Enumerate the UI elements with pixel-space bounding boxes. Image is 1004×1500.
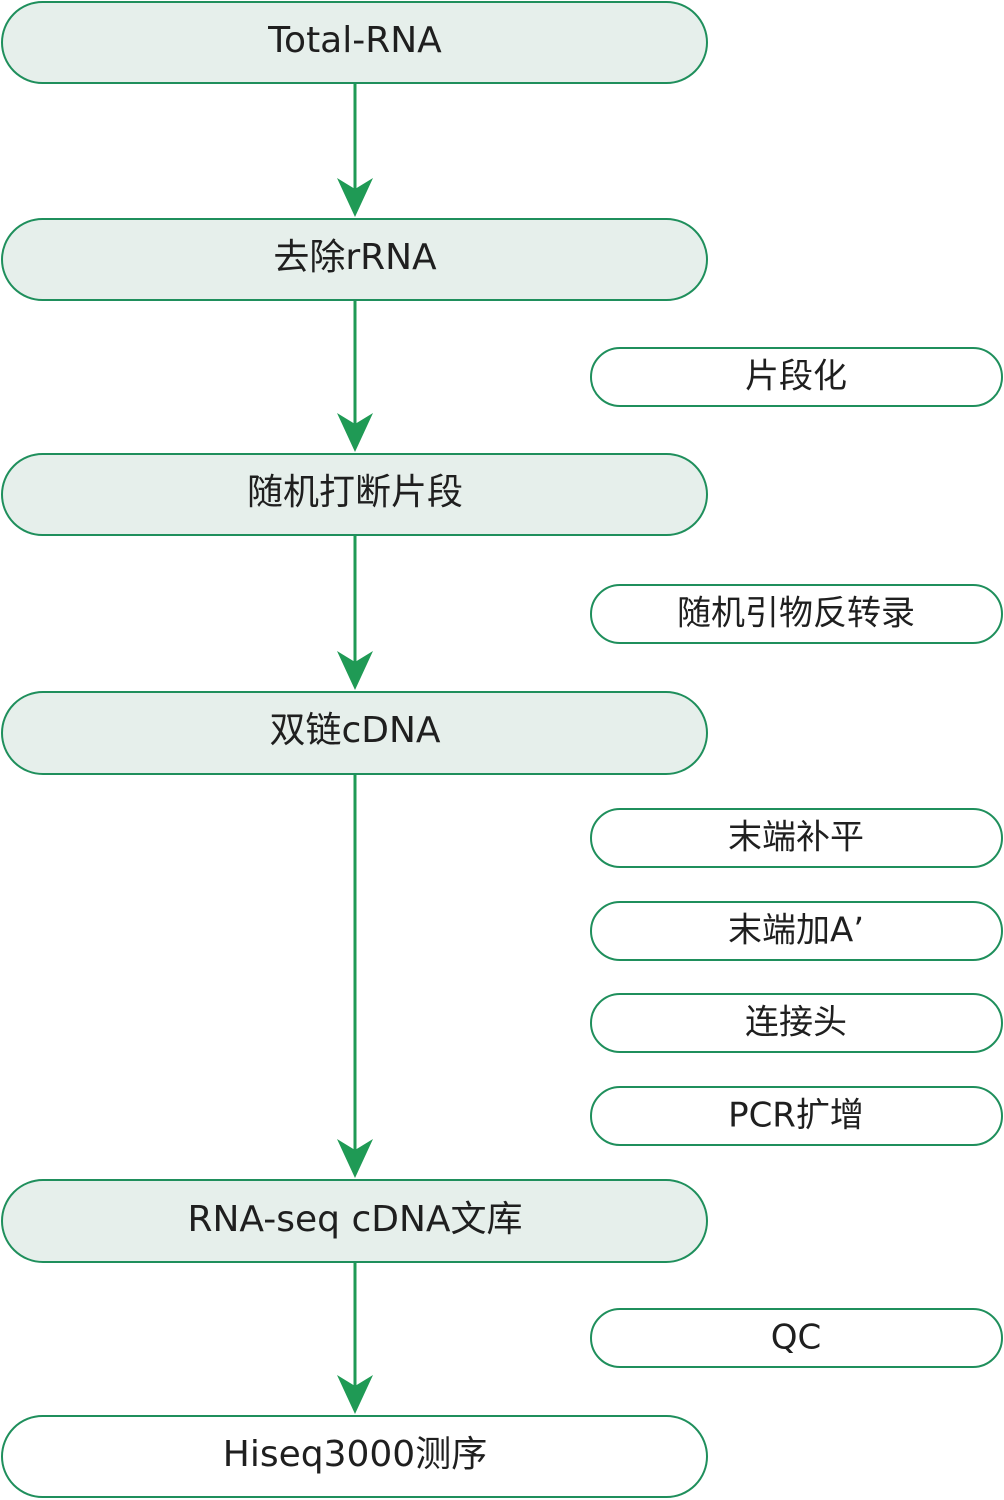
main-step-remove-rrna-box — [1, 218, 708, 301]
side-step-random-primer-rt: 随机引物反转录 — [590, 584, 1003, 644]
arrow-5 — [337, 1262, 373, 1414]
arrow-2 — [337, 300, 373, 452]
main-steps: Total-RNA 去除rRNA 随机打断片段 双链cDNA RNA-seq c… — [1, 1, 708, 1498]
main-step-total-rna-box — [1, 1, 708, 84]
side-step-fragmentation-box — [590, 347, 1003, 407]
side-step-pcr-amplification: PCR扩增 — [590, 1086, 1003, 1146]
main-step-random-fragment-box — [1, 453, 708, 536]
side-step-qc-box — [590, 1308, 1003, 1368]
arrow-4 — [337, 774, 373, 1178]
main-step-ds-cdna-box — [1, 691, 708, 775]
side-step-a-tailing-label: 末端加A’ — [728, 911, 864, 951]
arrow-1 — [337, 83, 373, 217]
side-step-adapter-ligation-label: 连接头 — [745, 1003, 847, 1043]
side-step-fragmentation: 片段化 — [590, 347, 1003, 407]
main-step-sequencing-label: Hiseq3000测序 — [223, 1434, 487, 1475]
flow-arrows — [337, 83, 373, 1414]
main-step-cdna-library-box — [1, 1179, 708, 1263]
arrow-1-head — [337, 178, 373, 217]
side-step-a-tailing: 末端加A’ — [590, 901, 1003, 961]
side-step-qc: QC — [590, 1308, 1003, 1368]
side-step-a-tailing-box — [590, 901, 1003, 961]
arrow-2-head — [337, 413, 373, 452]
arrow-5-head — [337, 1375, 373, 1414]
side-step-pcr-amplification-box — [590, 1086, 1003, 1146]
side-step-end-repair-box — [590, 808, 1003, 868]
side-step-adapter-ligation-box — [590, 993, 1003, 1053]
side-step-random-primer-rt-label: 随机引物反转录 — [677, 594, 915, 634]
arrow-4-head — [337, 1139, 373, 1178]
side-steps: 片段化 随机引物反转录 末端补平 末端加A’ 连接头 PCR扩增 QC — [590, 347, 1003, 1368]
main-step-cdna-library: RNA-seq cDNA文库 — [1, 1179, 708, 1263]
main-step-remove-rrna: 去除rRNA — [1, 218, 708, 301]
side-step-qc-label: QC — [771, 1318, 822, 1358]
arrow-3-head — [337, 651, 373, 690]
main-step-random-fragment: 随机打断片段 — [1, 453, 708, 536]
side-step-fragmentation-label: 片段化 — [745, 357, 847, 397]
main-step-remove-rrna-label: 去除rRNA — [273, 237, 437, 278]
side-step-random-primer-rt-box — [590, 584, 1003, 644]
main-step-sequencing: Hiseq3000测序 — [1, 1415, 708, 1498]
main-step-total-rna-label: Total-RNA — [267, 20, 442, 61]
side-step-end-repair: 末端补平 — [590, 808, 1003, 868]
side-step-end-repair-label: 末端补平 — [728, 818, 864, 858]
main-step-ds-cdna: 双链cDNA — [1, 691, 708, 775]
arrow-3 — [337, 535, 373, 690]
side-step-adapter-ligation: 连接头 — [590, 993, 1003, 1053]
main-step-sequencing-box — [1, 1415, 708, 1498]
main-step-random-fragment-label: 随机打断片段 — [247, 472, 463, 513]
side-step-pcr-amplification-label: PCR扩增 — [728, 1096, 864, 1136]
main-step-cdna-library-label: RNA-seq cDNA文库 — [187, 1199, 522, 1240]
main-step-ds-cdna-label: 双链cDNA — [269, 710, 440, 751]
main-step-total-rna: Total-RNA — [1, 1, 708, 84]
